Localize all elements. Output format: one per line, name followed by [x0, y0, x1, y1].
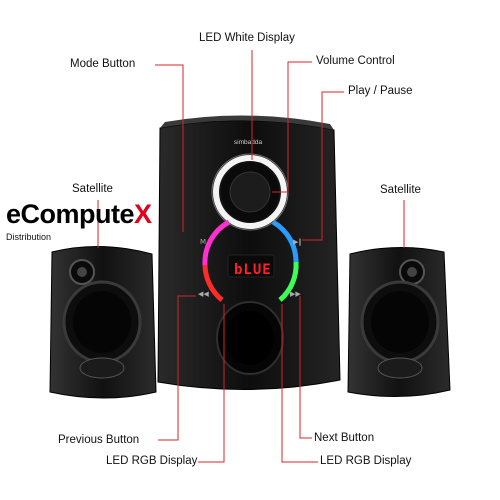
brand-watermark: eComputeX Distribution — [2, 197, 252, 247]
led-rgb-arc-left-top — [202, 219, 231, 266]
label-led-rgb-display-left: LED RGB Display — [106, 455, 198, 467]
leader-mode — [155, 64, 184, 232]
leader-previous — [158, 295, 196, 441]
led-rgb-arc-right-bottom — [278, 261, 299, 302]
label-next-button: Next Button — [314, 432, 375, 444]
led-rgb-arc-left-bottom — [202, 264, 224, 302]
brand-name-text: eComputeX — [6, 199, 152, 229]
led-display-panel — [227, 254, 275, 278]
leader-lines — [97, 50, 405, 463]
leader-volume — [272, 61, 312, 193]
subwoofer: simbadda M ▶‖ ◀◀ ▶▶ — [157, 115, 341, 390]
leader-next — [299, 296, 312, 439]
leader-rgb-left — [198, 304, 225, 463]
led-display-text: bLUE — [234, 262, 272, 278]
label-play-pause: Play / Pause — [348, 85, 413, 97]
label-previous-button: Previous Button — [58, 434, 140, 446]
label-led-white-display: LED White Display — [199, 32, 295, 44]
mode-icon[interactable]: M — [200, 238, 206, 246]
next-icon[interactable]: ▶▶ — [290, 290, 301, 298]
brand-name: eComputeX — [6, 199, 152, 230]
satellite-left — [49, 245, 157, 399]
label-volume-control: Volume Control — [316, 55, 395, 67]
label-satellite-right: Satellite — [380, 184, 421, 196]
satellite-right — [347, 247, 451, 398]
speaker-logo: simbadda — [234, 139, 263, 146]
brand-subtitle: Distribution — [6, 232, 52, 242]
label-satellite-left: Satellite — [72, 183, 113, 195]
play-pause-icon[interactable]: ▶‖ — [293, 238, 302, 246]
label-led-rgb-display-right: LED RGB Display — [320, 455, 412, 467]
leader-rgb-right — [281, 304, 318, 463]
previous-icon[interactable]: ◀◀ — [198, 290, 209, 298]
label-mode-button: Mode Button — [70, 58, 136, 70]
leader-play-pause — [302, 91, 344, 241]
led-rgb-arc-right-top — [271, 219, 299, 263]
